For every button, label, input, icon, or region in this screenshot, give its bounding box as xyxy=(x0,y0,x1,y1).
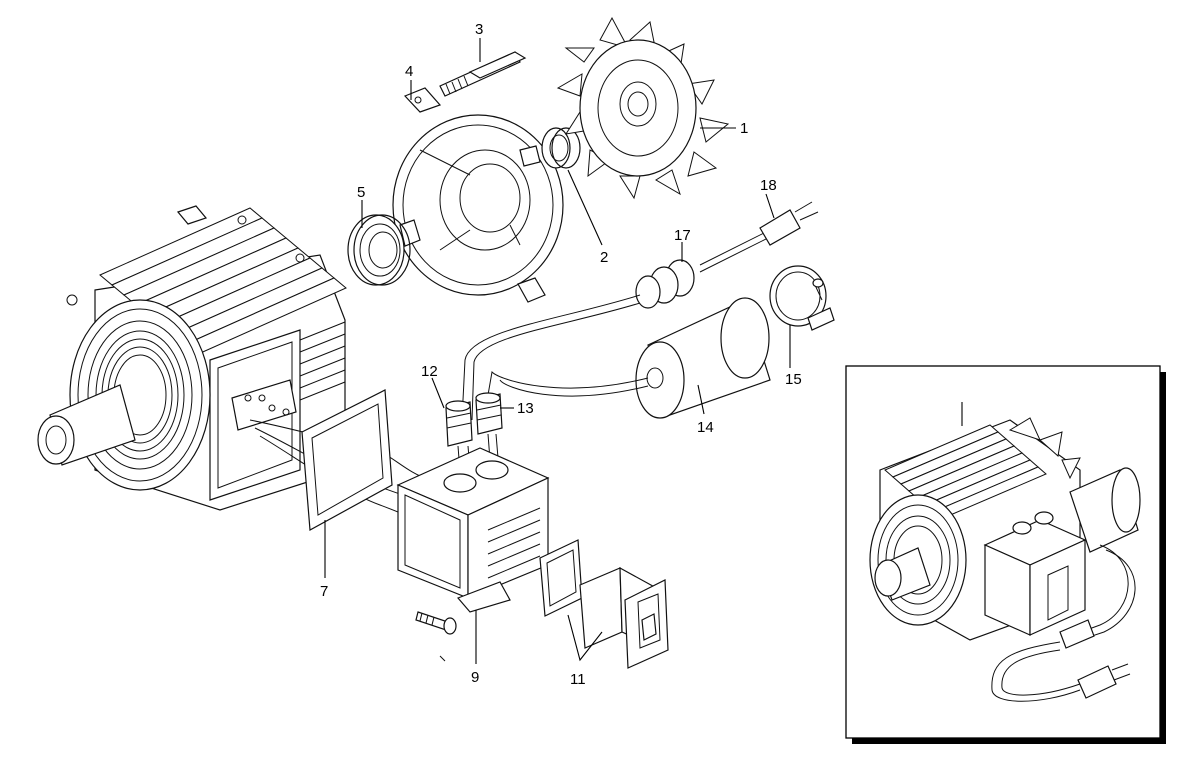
part-label-15: 15 xyxy=(785,371,802,388)
end-shield xyxy=(392,87,564,303)
connection-box-slots xyxy=(487,507,541,579)
assembled-motor xyxy=(869,417,1141,702)
power-cable xyxy=(461,201,819,421)
part-label-12: 12 xyxy=(421,363,438,380)
motor-housing xyxy=(37,205,431,521)
part-label-11: 11 xyxy=(570,671,586,688)
part-label-17: 17 xyxy=(674,227,691,244)
rocker-switch xyxy=(579,566,669,669)
cooling-fan xyxy=(556,16,730,200)
capacitor xyxy=(487,297,771,419)
part-label-3: 3 xyxy=(475,21,483,38)
cable-gland-right xyxy=(475,392,503,435)
part-label-4: 4 xyxy=(405,63,413,80)
part-label-1: 1 xyxy=(740,120,748,137)
motor-shaft xyxy=(37,384,136,466)
assembled-view-inset xyxy=(845,365,1166,744)
ball-bearing xyxy=(347,214,411,286)
leader-lines xyxy=(324,38,791,664)
cable-gland-left xyxy=(445,400,473,447)
part-label-14: 14 xyxy=(697,419,714,436)
assembled-fins xyxy=(884,424,1047,520)
part-label-9: 9 xyxy=(471,669,479,686)
part-label-7: 7 xyxy=(320,583,328,600)
capacitor-clamp xyxy=(769,265,835,331)
cable-gland xyxy=(635,259,695,309)
part-label-2: 2 xyxy=(600,249,608,266)
seal-ring xyxy=(541,127,581,169)
part-label-5: 5 xyxy=(357,184,365,201)
box-screw xyxy=(415,611,457,635)
front-flange xyxy=(69,299,211,491)
gasket xyxy=(301,389,393,531)
stud-bolt xyxy=(439,51,527,97)
housing-side-fins xyxy=(299,321,346,401)
connection-box xyxy=(396,447,550,613)
part-label-18: 18 xyxy=(760,177,777,194)
part-label-13: 13 xyxy=(517,400,534,417)
